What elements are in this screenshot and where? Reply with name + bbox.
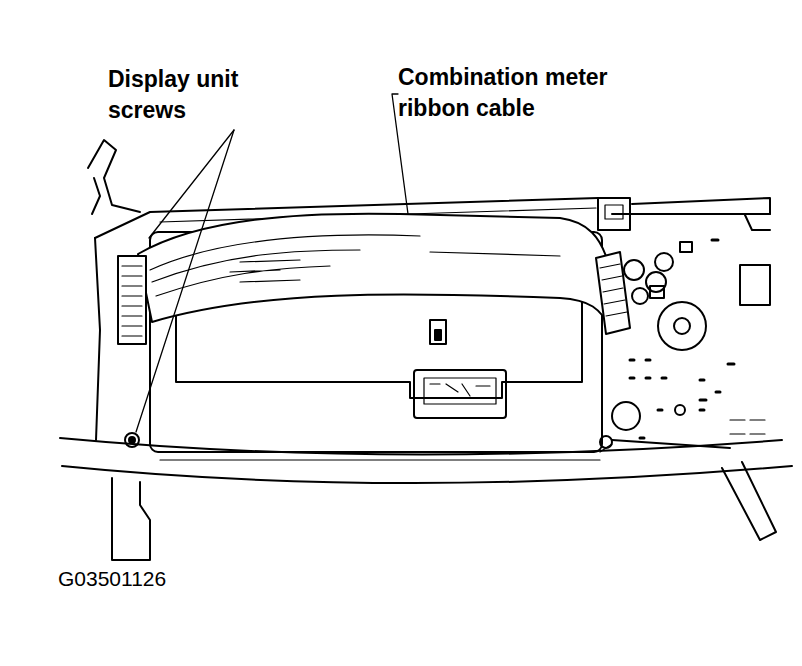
board-connector-inner <box>605 205 623 219</box>
stepper-motor-hub <box>674 318 690 334</box>
buzzer <box>612 402 640 430</box>
capacitor <box>624 260 644 280</box>
right-connector-pins <box>600 264 627 316</box>
display-screw <box>600 436 612 448</box>
board-connector <box>598 198 630 230</box>
board-chip <box>740 265 770 305</box>
display-cutout <box>176 298 582 398</box>
housing-bottom-right-bracket <box>722 462 776 540</box>
capacitor <box>655 253 673 271</box>
board-small-parts <box>630 240 734 438</box>
board-trace-dashes <box>730 420 765 434</box>
display-base-edge <box>160 444 612 460</box>
capacitor <box>632 288 648 304</box>
circuit-board-edge <box>612 214 770 448</box>
board-chip <box>680 242 692 252</box>
part-label: Combination meter ribbon cable <box>398 62 670 124</box>
display-lcd-window <box>414 370 506 418</box>
left-connector-pins <box>122 266 142 336</box>
display-small-window <box>430 320 446 344</box>
display-lcd-inner <box>424 378 496 404</box>
housing-top-rail-right <box>632 198 770 214</box>
left-connector <box>118 256 146 344</box>
display-small-window-fill <box>435 330 441 340</box>
display-screw <box>125 433 139 447</box>
display-lcd-segments <box>430 384 490 396</box>
part-label: Display unit screws <box>108 64 280 126</box>
board-part <box>675 405 685 415</box>
ribbon-cable <box>138 214 612 330</box>
leader-line <box>149 130 234 238</box>
ribbon-cable-stripes <box>150 235 560 296</box>
stepper-motor <box>658 302 706 350</box>
housing-bottom-arc-lower <box>62 466 792 483</box>
housing-right-notch <box>745 215 770 230</box>
figure-number: G03501126 <box>58 566 258 592</box>
board-chip <box>650 286 664 298</box>
display-screw-head <box>129 437 135 443</box>
housing-left-bracket <box>88 140 140 212</box>
housing-left-side <box>95 238 100 440</box>
housing-bottom-left-bracket <box>112 478 150 560</box>
housing-left-bracket-tab <box>92 178 100 214</box>
leader-line <box>136 130 234 432</box>
